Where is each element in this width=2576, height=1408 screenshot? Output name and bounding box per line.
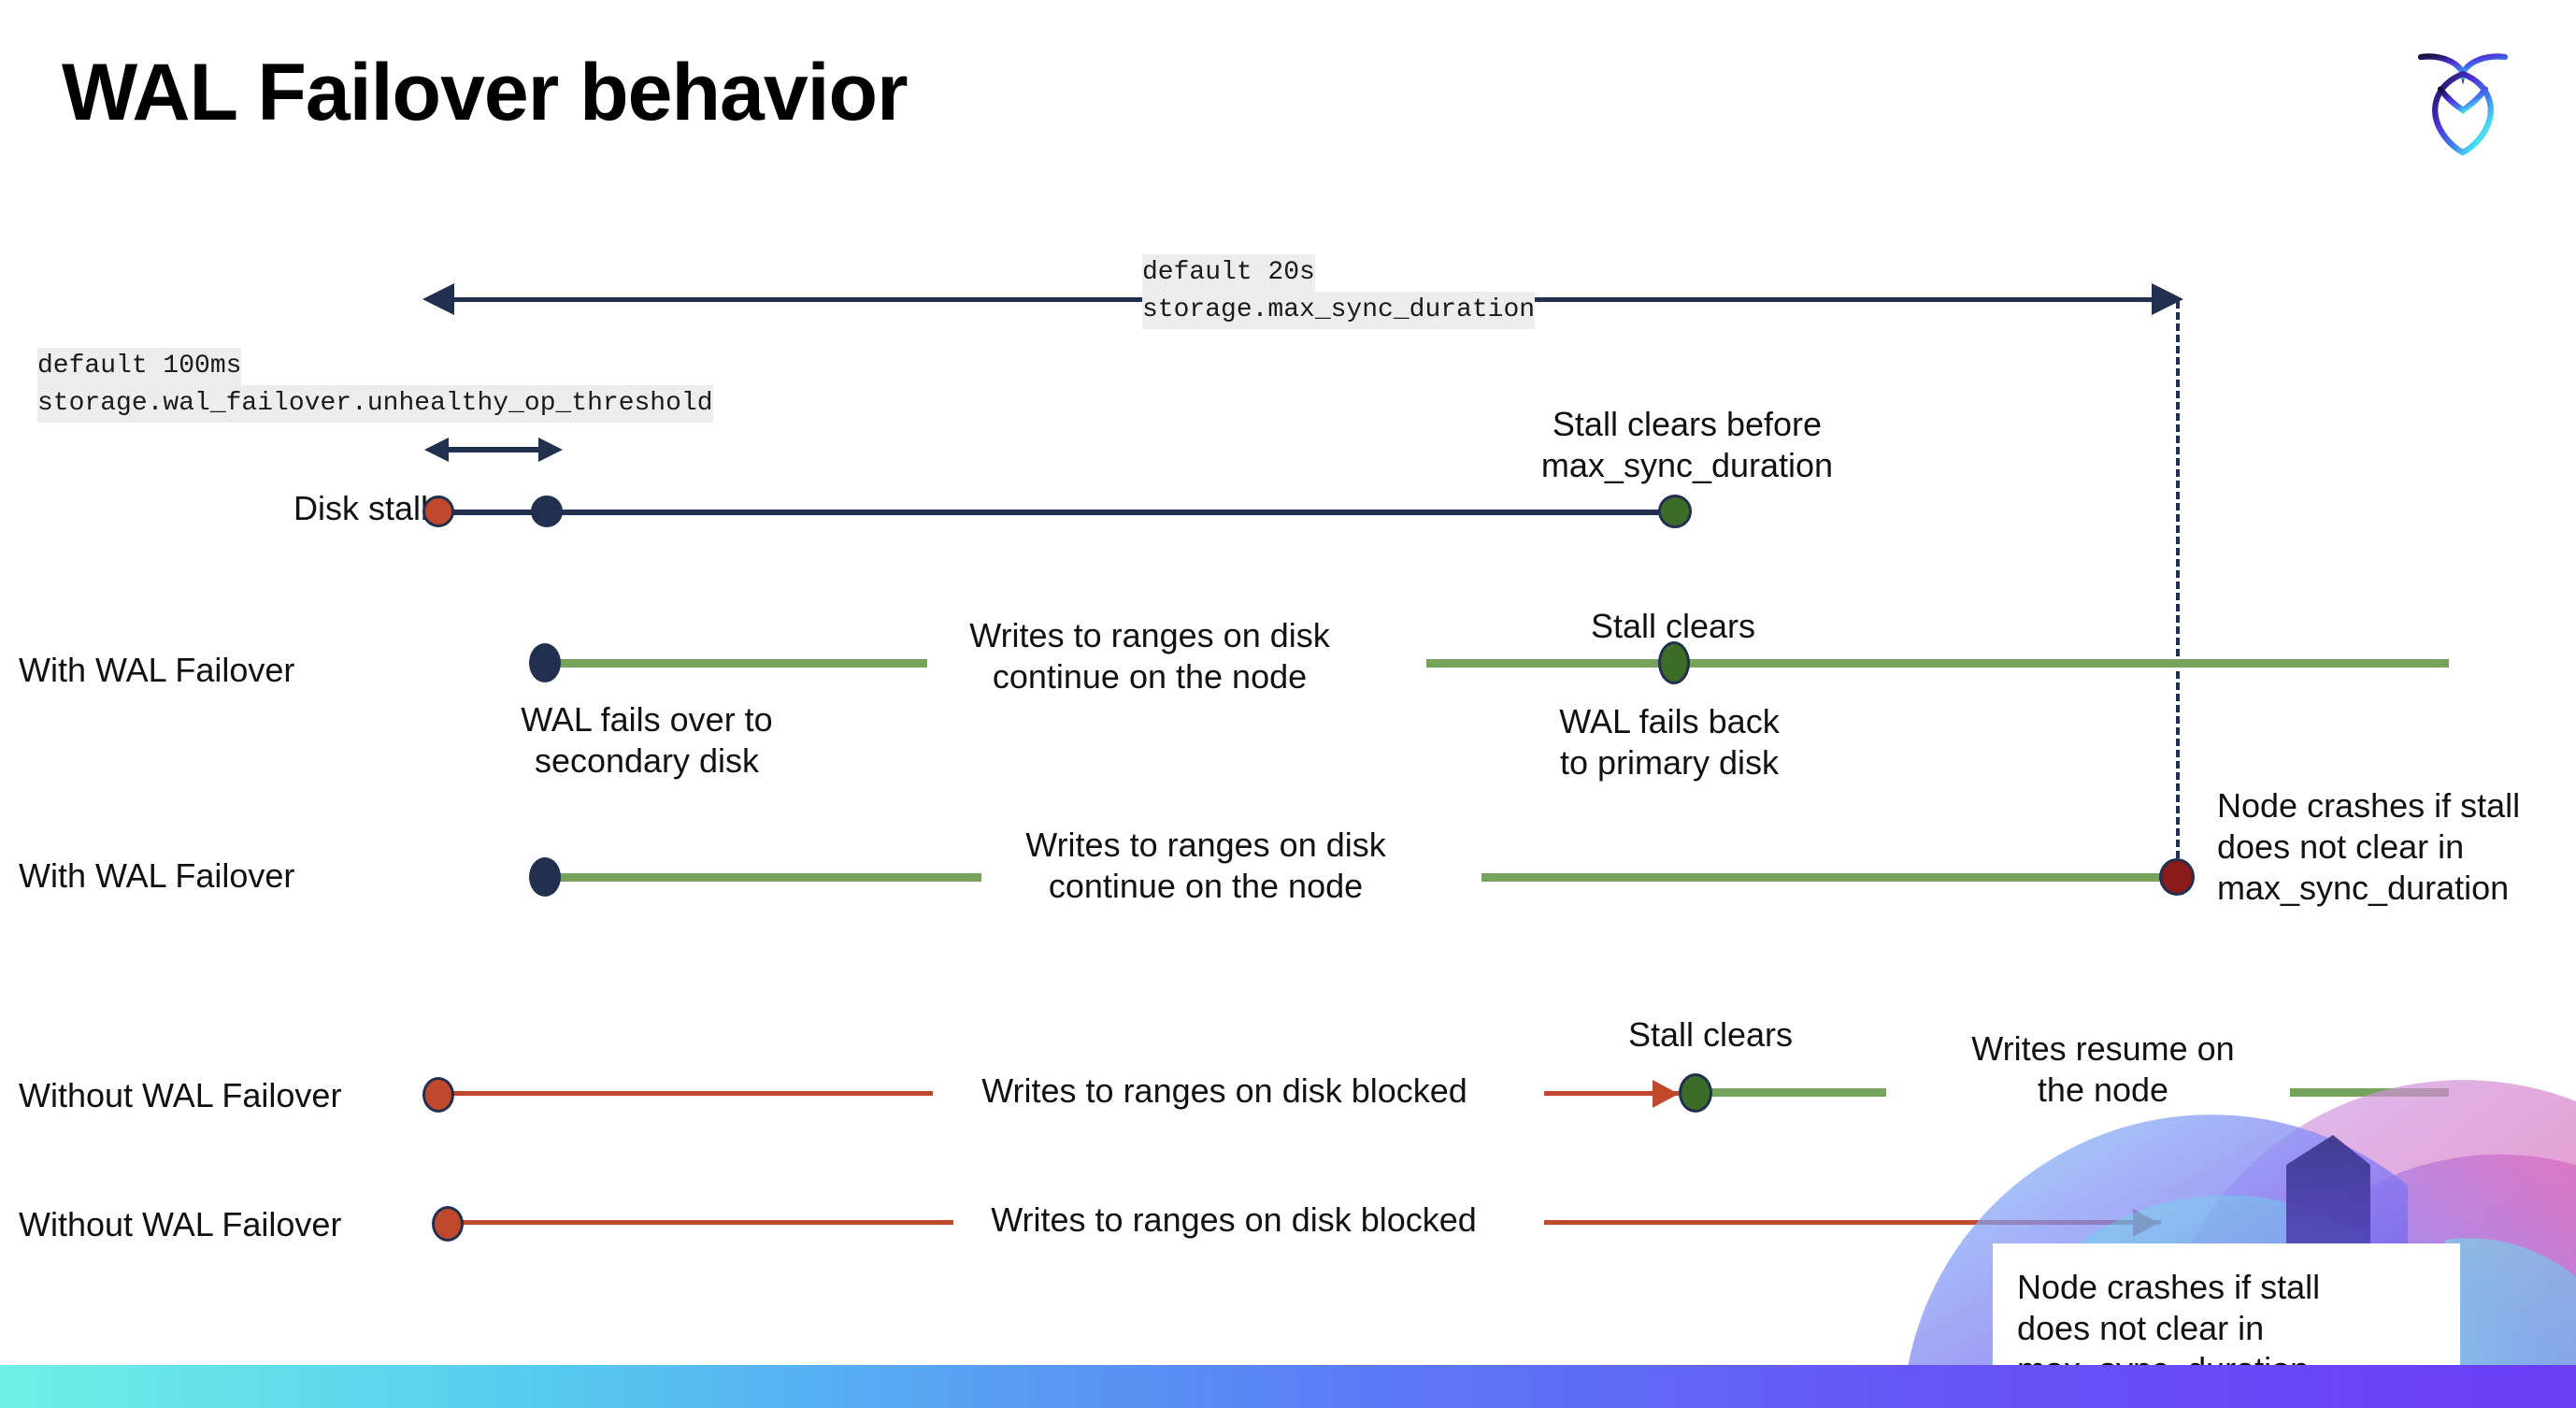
max-sync-duration-default: default 20s <box>1142 254 1315 292</box>
without-wal-1-arrowhead-icon <box>1653 1080 1679 1108</box>
without-wal-1-start-dot <box>422 1077 454 1113</box>
unhealthy-threshold-arrow-right-icon <box>538 438 563 462</box>
stall-clears-before-label: Stall clears before max_sync_duration <box>1540 405 1834 484</box>
wal-fails-back-label: WAL fails back to primary disk <box>1559 702 1780 782</box>
without-wal-1-resume-segment <box>1699 1088 1886 1097</box>
without-wal-1-blocked-segment-2 <box>1544 1091 1679 1096</box>
writes-blocked-label-2: Writes to ranges on disk blocked <box>991 1200 1477 1239</box>
disk-stalls-timeline <box>449 510 1673 515</box>
writes-resume-label: Writes resume on the node <box>1971 1029 2235 1109</box>
wal-failover-start-dot-1 <box>529 643 561 682</box>
without-wal-1-clear-dot <box>1679 1073 1712 1113</box>
unhealthy-op-threshold-setting: storage.wal_failover.unhealthy_op_thresh… <box>37 384 713 423</box>
wal-fails-over-label: WAL fails over to secondary disk <box>521 700 773 780</box>
disk-stall-start-dot <box>422 496 454 527</box>
stall-clears-label-2: Stall clears <box>1627 1015 1794 1054</box>
stall-clears-label-1: Stall clears <box>1590 607 1756 645</box>
row-label-without-wal-failover-1: Without WAL Failover <box>19 1076 342 1114</box>
with-wal-1-segment-right <box>1426 659 2449 668</box>
row-label-with-wal-failover-1: With WAL Failover <box>19 651 295 689</box>
without-wal-2-blocked-segment-2 <box>1544 1220 2161 1225</box>
writes-continue-label-1: Writes to ranges on disk continue on the… <box>969 616 1330 696</box>
with-wal-1-segment-left <box>542 659 927 668</box>
node-crashes-label-1: Node crashes if stall does not clear in … <box>2217 786 2521 907</box>
disk-stall-clear-dot <box>1658 495 1692 528</box>
wal-failover-start-dot-2 <box>529 857 561 897</box>
wal-fails-back-dot <box>1658 641 1690 684</box>
max-sync-duration-annotation: default 20s storage.max_sync_duration <box>1142 254 1536 329</box>
writes-blocked-label-1: Writes to ranges on disk blocked <box>981 1071 1467 1110</box>
row-label-without-wal-failover-2: Without WAL Failover <box>19 1205 342 1243</box>
without-wal-1-blocked-segment <box>449 1091 933 1096</box>
with-wal-2-segment-right <box>1481 873 2178 882</box>
writes-continue-label-2: Writes to ranges on disk continue on the… <box>1025 826 1386 905</box>
cockroachdb-logo-icon <box>2393 26 2533 166</box>
row-label-with-wal-failover-2: With WAL Failover <box>19 856 295 895</box>
bottom-gradient-bar <box>0 1365 2576 1408</box>
node-crash-dot-1 <box>2159 858 2195 896</box>
without-wal-2-arrowhead-icon <box>2133 1209 2159 1237</box>
max-sync-duration-setting: storage.max_sync_duration <box>1142 291 1536 329</box>
page-title: WAL Failover behavior <box>62 48 909 137</box>
unhealthy-threshold-arrow-left-icon <box>424 438 449 462</box>
without-wal-1-resume-segment-2 <box>2290 1088 2449 1097</box>
unhealthy-op-threshold-span-line <box>447 447 540 453</box>
max-sync-duration-guide-line <box>2176 301 2180 881</box>
unhealthy-op-threshold-annotation: default 100ms storage.wal_failover.unhea… <box>37 348 713 423</box>
without-wal-2-start-dot <box>432 1206 464 1242</box>
unhealthy-op-threshold-default: default 100ms <box>37 348 242 385</box>
disk-stall-threshold-dot <box>531 496 563 527</box>
without-wal-2-blocked-segment <box>458 1220 953 1225</box>
max-sync-duration-arrow-left-icon <box>422 283 454 315</box>
with-wal-2-segment-left <box>542 873 981 882</box>
row-label-disk-stalls: Disk stalls <box>293 489 445 527</box>
